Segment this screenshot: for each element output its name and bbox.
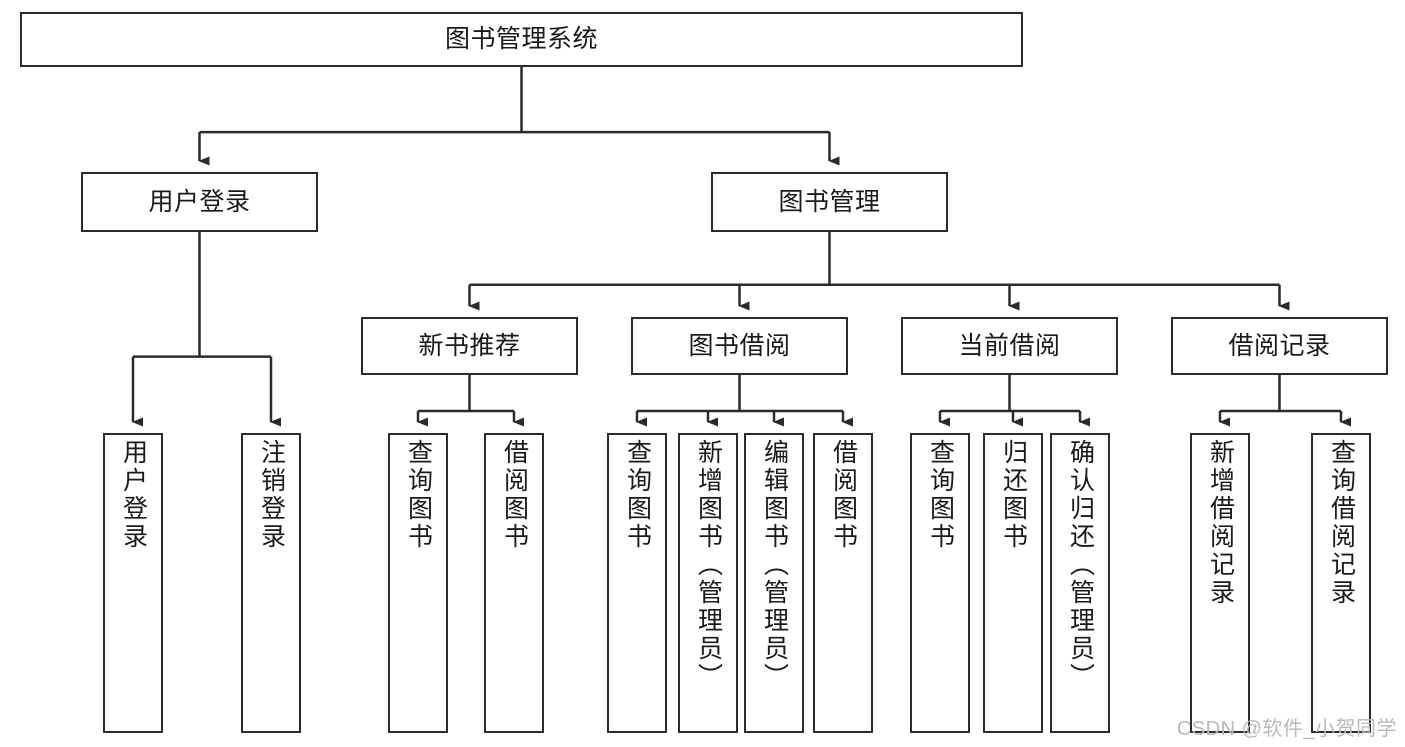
node-label: 借阅记录 (1228, 331, 1331, 360)
node-leaf-borrow-book: 借阅图书 (813, 433, 873, 733)
node-label: 确认归还（管理员） (1066, 439, 1095, 691)
node-user-login: 用户登录 (81, 172, 318, 232)
node-leaf-query-book-current: 查询图书 (910, 433, 970, 733)
node-current-borrow: 当前借阅 (901, 317, 1118, 375)
node-leaf-query-borrow-record: 查询借阅记录 (1311, 433, 1371, 733)
node-label: 图书管理 (778, 187, 881, 216)
node-borrow-record: 借阅记录 (1171, 317, 1388, 375)
node-leaf-return-book: 归还图书 (983, 433, 1043, 733)
node-label: 借阅图书 (829, 439, 858, 551)
node-leaf-edit-book: 编辑图书（管理员） (744, 433, 804, 733)
node-label: 查询借阅记录 (1327, 439, 1356, 607)
node-book-management: 图书管理 (711, 172, 948, 232)
node-label: 新增图书（管理员） (694, 439, 723, 691)
node-label: 用户登录 (119, 439, 148, 551)
node-new-book-recommend: 新书推荐 (361, 317, 578, 375)
node-leaf-confirm-return: 确认归还（管理员） (1050, 433, 1110, 733)
node-label: 图书管理系统 (444, 25, 598, 54)
node-label: 新增借阅记录 (1206, 439, 1235, 607)
node-label: 查询图书 (404, 439, 433, 551)
node-leaf-user-login: 用户登录 (103, 433, 163, 733)
node-label: 注销登录 (257, 439, 286, 551)
node-label: 当前借阅 (958, 331, 1061, 360)
node-leaf-query-book-recommend: 查询图书 (388, 433, 448, 733)
node-book-borrow: 图书借阅 (631, 317, 848, 375)
node-label: 归还图书 (999, 439, 1028, 551)
node-label: 查询图书 (926, 439, 955, 551)
node-label: 用户登录 (148, 187, 251, 216)
node-leaf-query-book-borrow: 查询图书 (607, 433, 667, 733)
node-leaf-borrow-book-recommend: 借阅图书 (484, 433, 544, 733)
node-label: 借阅图书 (500, 439, 529, 551)
node-label: 编辑图书（管理员） (760, 439, 789, 691)
node-label: 查询图书 (623, 439, 652, 551)
node-leaf-logout-login: 注销登录 (241, 433, 301, 733)
node-label: 新书推荐 (418, 331, 521, 360)
node-root: 图书管理系统 (20, 12, 1023, 67)
edge-paths (131, 67, 1351, 427)
node-label: 图书借阅 (688, 331, 791, 360)
node-leaf-add-borrow-record: 新增借阅记录 (1190, 433, 1250, 733)
node-leaf-add-book: 新增图书（管理员） (678, 433, 738, 733)
